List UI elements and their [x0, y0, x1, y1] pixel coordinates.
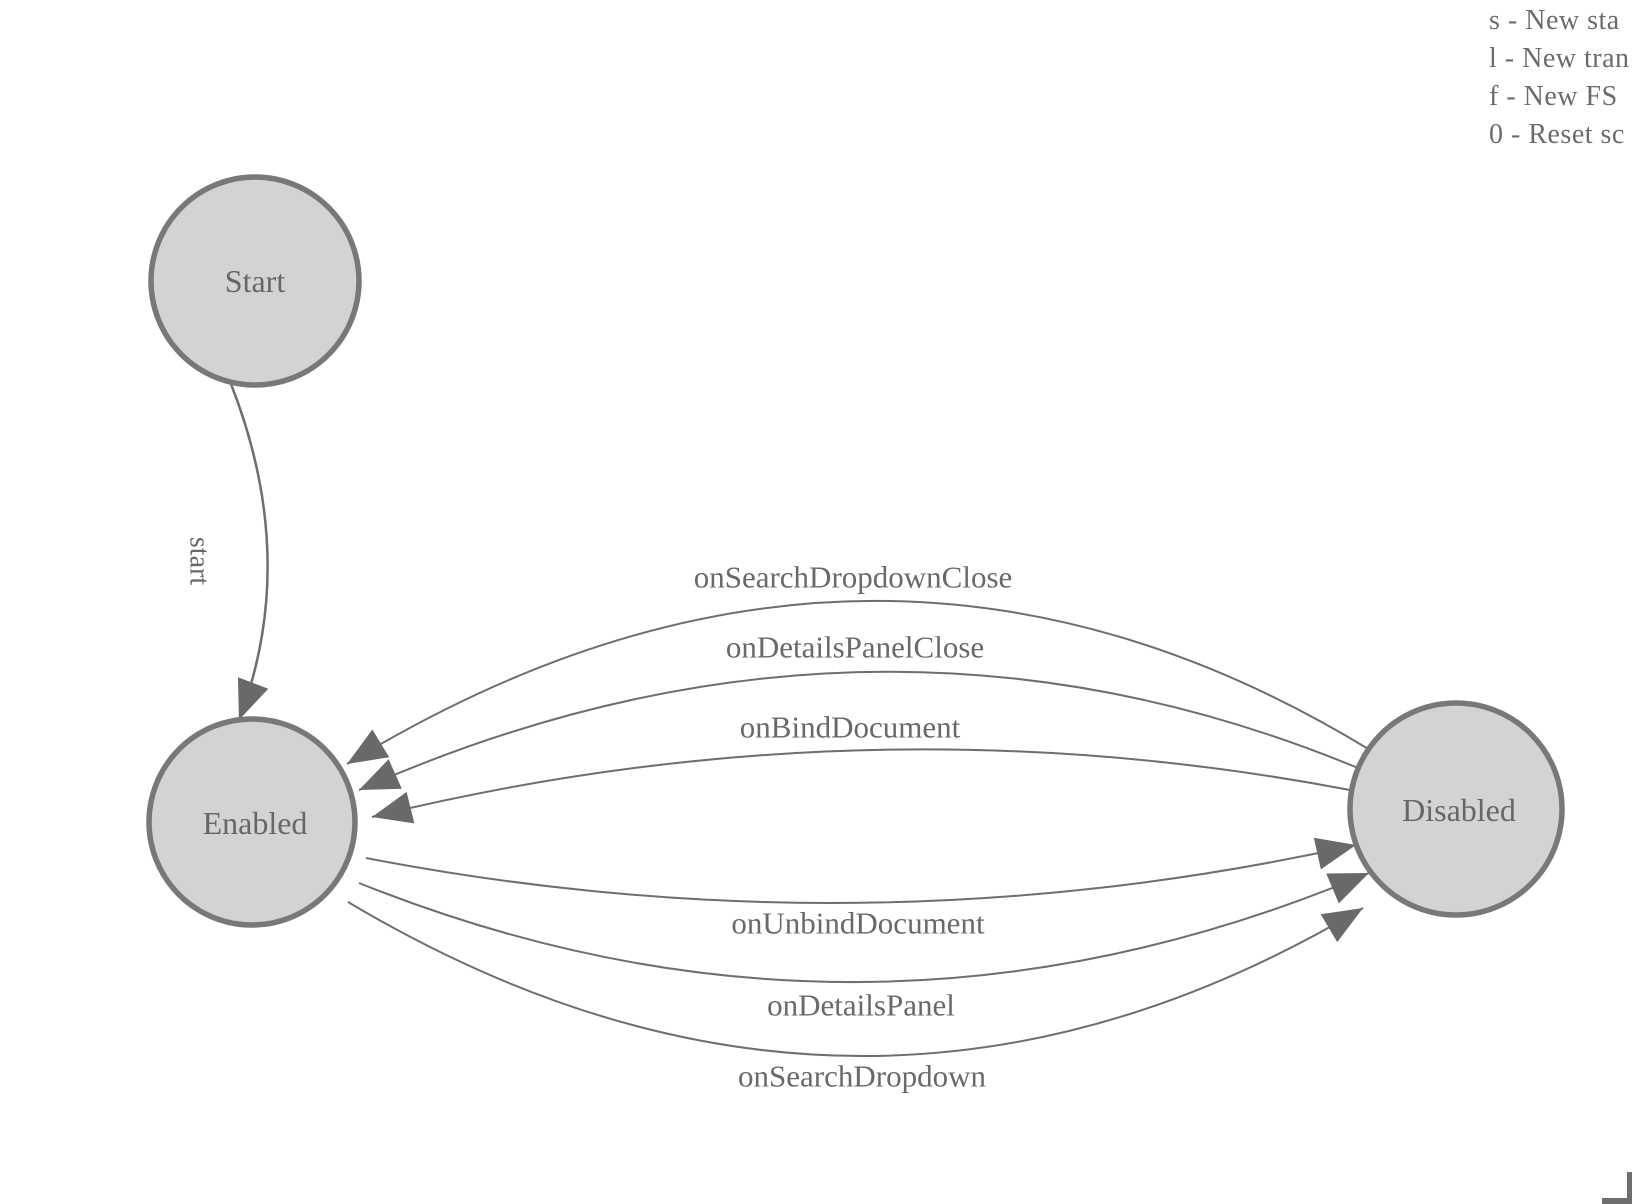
edge-label-ondetailspanelclose: onDetailsPanelClose	[726, 630, 984, 665]
legend-line-new-transition: l - New tran	[1489, 43, 1630, 74]
state-node-enabled[interactable]: Enabled	[146, 716, 358, 928]
edge-label-start: start	[184, 537, 215, 585]
state-circle-enabled[interactable]	[146, 716, 358, 928]
legend-line-new-state: s - New sta	[1489, 5, 1620, 36]
edge-label-onunbinddocument: onUnbindDocument	[731, 906, 985, 941]
edge-labels-layer: start onSearchDropdownClose onDetailsPan…	[184, 537, 1013, 1094]
edge-label-onbinddocument: onBindDocument	[740, 710, 961, 745]
state-label-enabled: Enabled	[203, 805, 308, 841]
legend-line-reset: 0 - Reset sc	[1489, 119, 1625, 150]
state-label-start: Start	[225, 263, 286, 299]
edge-label-ondetailspanel: onDetailsPanel	[767, 988, 955, 1023]
edge-disabled-to-enabled-ondetailspanelclose[interactable]	[358, 670, 1359, 791]
legend-line-new-fsm: f - New FS	[1489, 81, 1618, 112]
edge-enabled-to-disabled-onsearchdropdown[interactable]	[347, 901, 1364, 1057]
edge-enabled-to-disabled-ondetailspanel[interactable]	[358, 872, 1370, 984]
shortcut-legend: s - New sta l - New tran f - New FS 0 - …	[1489, 2, 1630, 154]
edge-enabled-to-disabled-onunbinddocument[interactable]	[365, 837, 1357, 904]
edges-layer	[229, 383, 1371, 1057]
state-circle-start[interactable]	[148, 174, 362, 388]
edge-disabled-to-enabled-onsearchdropdownclose[interactable]	[346, 600, 1371, 765]
state-node-disabled[interactable]: Disabled	[1347, 700, 1565, 918]
corner-mark-horizontal	[1602, 1198, 1632, 1204]
edge-disabled-to-enabled-onbinddocument[interactable]	[371, 748, 1351, 824]
edge-label-onsearchdropdownclose: onSearchDropdownClose	[694, 560, 1013, 595]
state-circle-disabled[interactable]	[1347, 700, 1565, 918]
state-node-start[interactable]: Start	[148, 174, 362, 388]
state-label-disabled: Disabled	[1402, 792, 1516, 828]
nodes-layer: Start Enabled Disabled	[146, 174, 1565, 928]
corner-mark-vertical	[1627, 1172, 1632, 1204]
edge-start-to-enabled[interactable]	[229, 383, 269, 721]
canvas-corner-mark	[1602, 1172, 1632, 1204]
edge-label-onsearchdropdown: onSearchDropdown	[738, 1059, 986, 1094]
